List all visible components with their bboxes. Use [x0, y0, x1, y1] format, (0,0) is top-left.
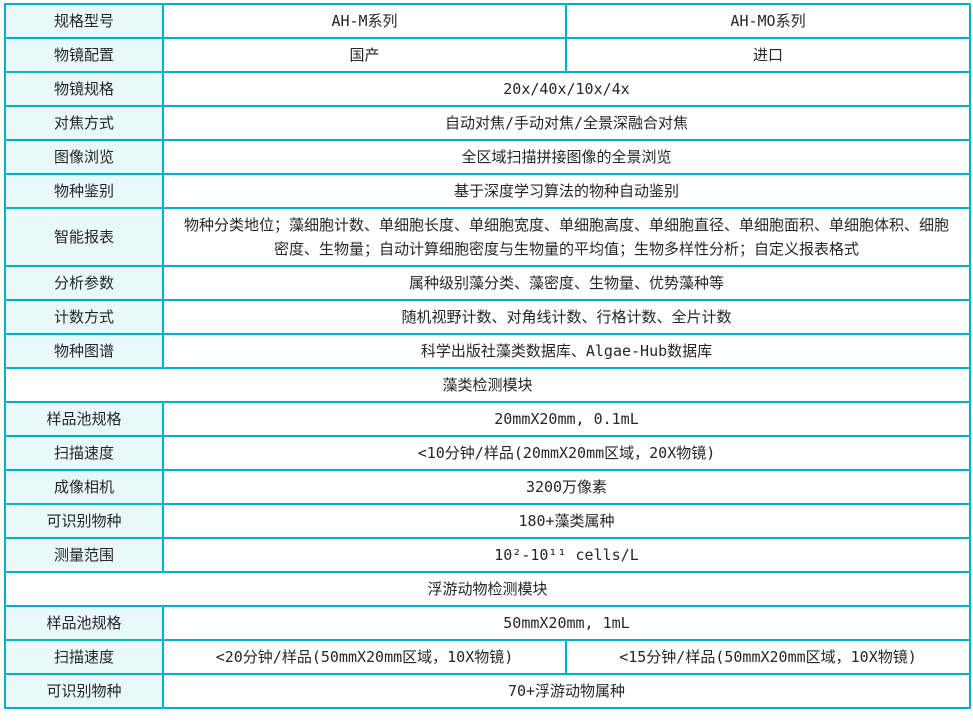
row-label: 物镜配置 — [4, 37, 164, 73]
row-label: 对焦方式 — [4, 105, 164, 141]
section-title-algae: 藻类检测模块 — [4, 367, 971, 403]
table-row: 智能报表 物种分类地位；藻细胞计数、单细胞长度、单细胞宽度、单细胞高度、单细胞直… — [4, 207, 971, 267]
row-label: 测量范围 — [4, 537, 164, 573]
row-label: 物种鉴别 — [4, 173, 164, 209]
table-row: 物镜规格 20x/40x/10x/4x — [4, 71, 971, 107]
table-row: 图像浏览 全区域扫描拼接图像的全景浏览 — [4, 139, 971, 175]
row-label: 规格型号 — [4, 3, 164, 39]
row-value: 基于深度学习算法的物种自动鉴别 — [162, 173, 971, 209]
table-row: 对焦方式 自动对焦/手动对焦/全景深融合对焦 — [4, 105, 971, 141]
row-label: 计数方式 — [4, 299, 164, 335]
row-label: 物镜规格 — [4, 71, 164, 107]
row-value: 3200万像素 — [162, 469, 971, 505]
section-title-zooplankton: 浮游动物检测模块 — [4, 571, 971, 607]
row-value: AH-MO系列 — [565, 3, 971, 39]
row-value: 全区域扫描拼接图像的全景浏览 — [162, 139, 971, 175]
row-value: 20mmX20mm, 0.1mL — [162, 401, 971, 437]
row-label: 成像相机 — [4, 469, 164, 505]
table-row: 可识别物种 180+藻类属种 — [4, 503, 971, 539]
row-value: 50mmX20mm, 1mL — [162, 605, 971, 641]
table-row: 可识别物种 70+浮游动物属种 — [4, 673, 971, 709]
row-value: 国产 — [162, 37, 567, 73]
row-value: <10分钟/样品(20mmX20mm区域，20X物镜) — [162, 435, 971, 471]
row-label: 可识别物种 — [4, 673, 164, 709]
row-value: 20x/40x/10x/4x — [162, 71, 971, 107]
table-row: 样品池规格 20mmX20mm, 0.1mL — [4, 401, 971, 437]
row-label: 可识别物种 — [4, 503, 164, 539]
table-row: 测量范围 10²-10¹¹ cells/L — [4, 537, 971, 573]
row-value: 科学出版社藻类数据库、Algae-Hub数据库 — [162, 333, 971, 369]
row-value: 70+浮游动物属种 — [162, 673, 971, 709]
row-value: 180+藻类属种 — [162, 503, 971, 539]
section-row: 浮游动物检测模块 — [4, 571, 971, 607]
spec-table: 规格型号 AH-M系列 AH-MO系列 物镜配置 国产 进口 物镜规格 20x/… — [4, 3, 971, 709]
row-value: <15分钟/样品(50mmX20mm区域，10X物镜) — [565, 639, 971, 675]
row-label: 扫描速度 — [4, 435, 164, 471]
row-value: <20分钟/样品(50mmX20mm区域，10X物镜) — [162, 639, 567, 675]
row-label: 物种图谱 — [4, 333, 164, 369]
table-row: 成像相机 3200万像素 — [4, 469, 971, 505]
table-row: 物种鉴别 基于深度学习算法的物种自动鉴别 — [4, 173, 971, 209]
section-row: 藻类检测模块 — [4, 367, 971, 403]
row-value: 进口 — [565, 37, 971, 73]
table-row: 扫描速度 <10分钟/样品(20mmX20mm区域，20X物镜) — [4, 435, 971, 471]
row-value: 随机视野计数、对角线计数、行格计数、全片计数 — [162, 299, 971, 335]
row-label: 分析参数 — [4, 265, 164, 301]
row-value: 10²-10¹¹ cells/L — [162, 537, 971, 573]
row-label: 图像浏览 — [4, 139, 164, 175]
row-label: 扫描速度 — [4, 639, 164, 675]
row-value: AH-M系列 — [162, 3, 567, 39]
table-row: 规格型号 AH-M系列 AH-MO系列 — [4, 3, 971, 39]
row-label: 智能报表 — [4, 207, 164, 267]
table-row: 物镜配置 国产 进口 — [4, 37, 971, 73]
row-label: 样品池规格 — [4, 401, 164, 437]
row-value: 属种级别藻分类、藻密度、生物量、优势藻种等 — [162, 265, 971, 301]
table-row: 样品池规格 50mmX20mm, 1mL — [4, 605, 971, 641]
table-row: 扫描速度 <20分钟/样品(50mmX20mm区域，10X物镜) <15分钟/样… — [4, 639, 971, 675]
row-value: 物种分类地位；藻细胞计数、单细胞长度、单细胞宽度、单细胞高度、单细胞直径、单细胞… — [162, 207, 971, 267]
row-value: 自动对焦/手动对焦/全景深融合对焦 — [162, 105, 971, 141]
table-row: 计数方式 随机视野计数、对角线计数、行格计数、全片计数 — [4, 299, 971, 335]
row-label: 样品池规格 — [4, 605, 164, 641]
table-row: 物种图谱 科学出版社藻类数据库、Algae-Hub数据库 — [4, 333, 971, 369]
table-row: 分析参数 属种级别藻分类、藻密度、生物量、优势藻种等 — [4, 265, 971, 301]
